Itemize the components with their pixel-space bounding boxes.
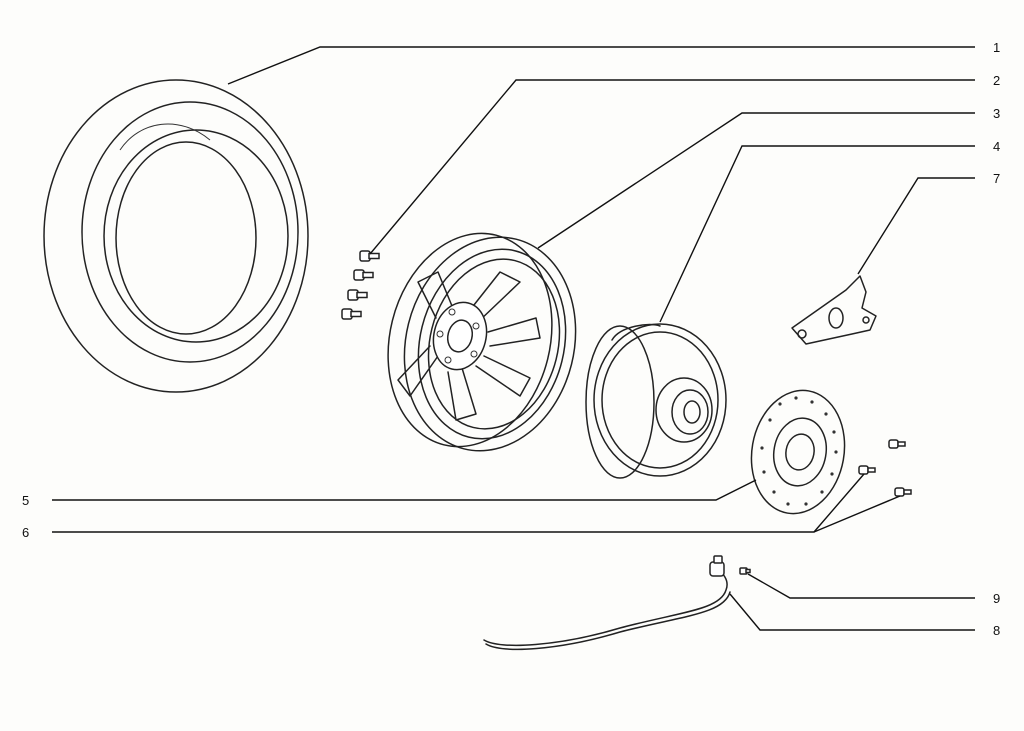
brake-disc	[750, 389, 846, 515]
sensor-cable	[483, 555, 731, 651]
wheel-rim	[387, 232, 577, 452]
callout-5: 5	[22, 493, 29, 508]
lug-nuts	[341, 250, 380, 320]
callout-labels: 1 2 3 4 7 5 6 9 8	[22, 40, 1000, 638]
callout-8: 8	[993, 623, 1000, 638]
hub-motor	[585, 323, 727, 479]
small-screw	[739, 567, 751, 575]
tire	[43, 79, 309, 393]
callout-6: 6	[22, 525, 29, 540]
callout-4: 4	[993, 139, 1000, 154]
disc-bolts	[858, 439, 912, 497]
callout-7: 7	[993, 171, 1000, 186]
callout-1: 1	[993, 40, 1000, 55]
mounting-bracket	[791, 275, 877, 345]
leader-lines	[52, 46, 975, 631]
callout-2: 2	[993, 73, 1000, 88]
callout-9: 9	[993, 591, 1000, 606]
callout-3: 3	[993, 106, 1000, 121]
